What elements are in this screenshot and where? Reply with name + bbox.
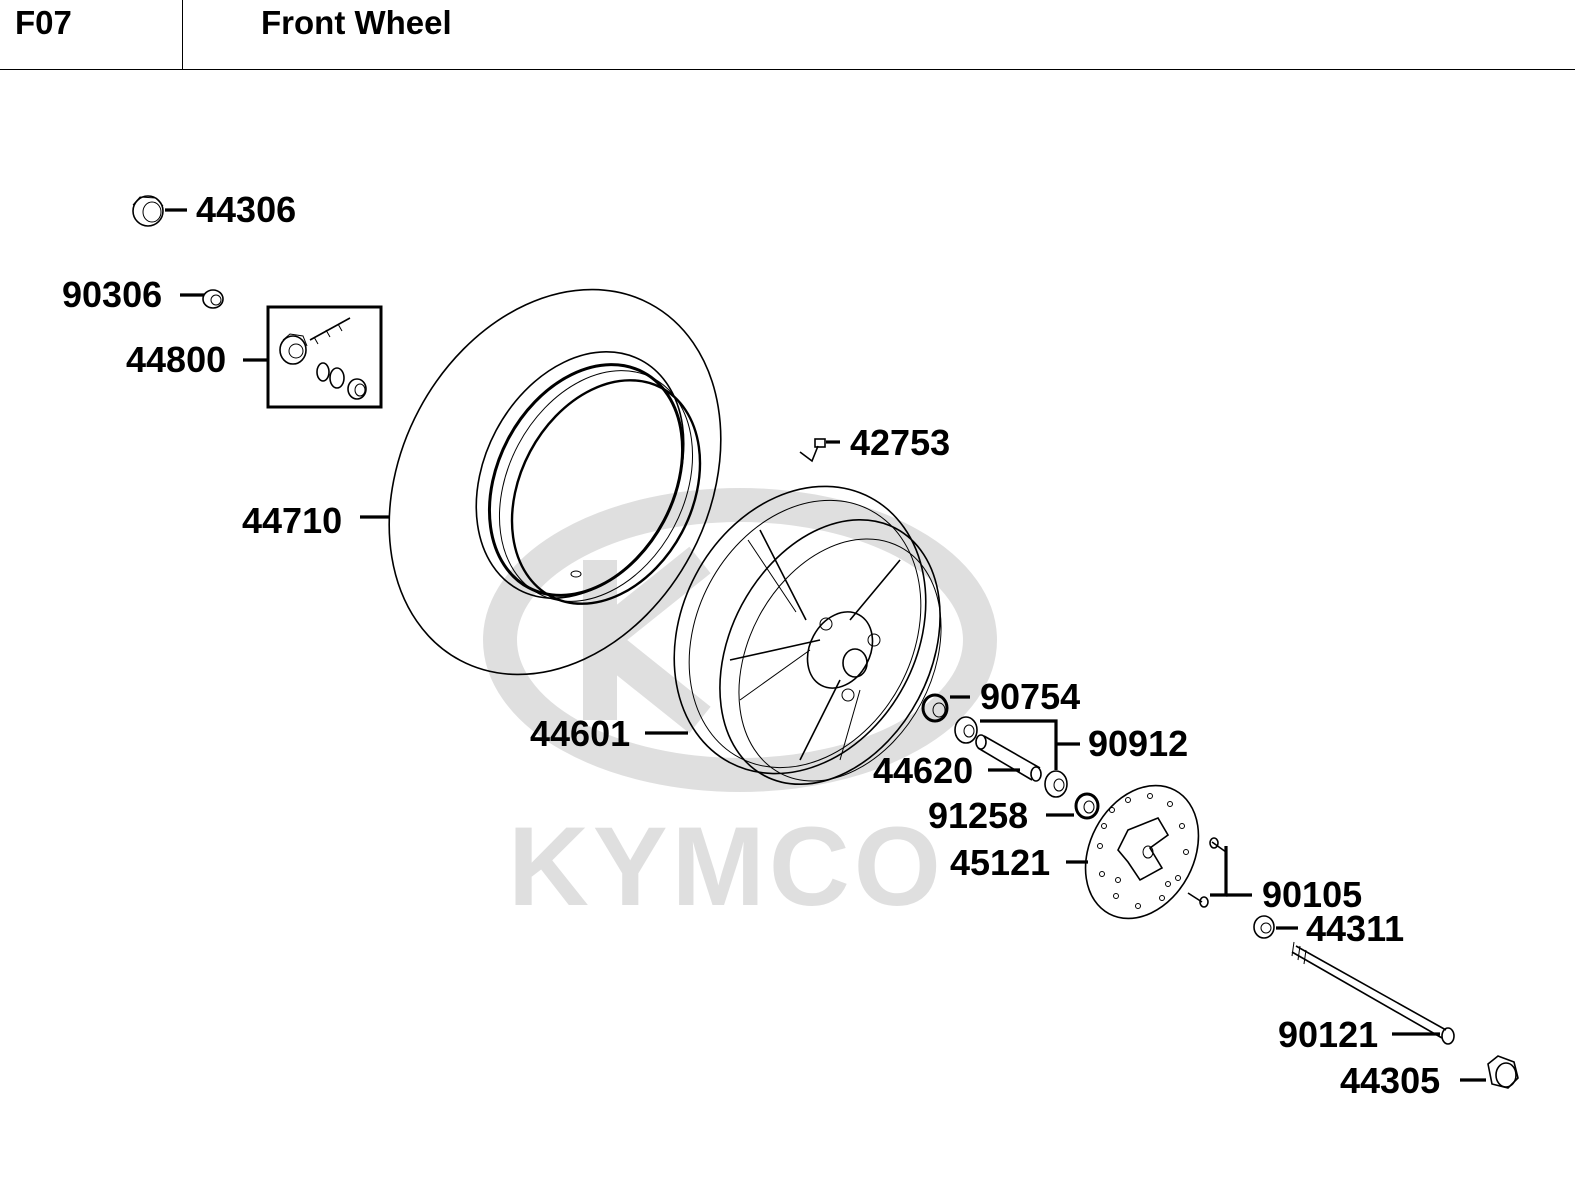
axle-nut-icon: [1487, 1055, 1519, 1089]
page-header: F07 Front Wheel: [0, 0, 1575, 70]
oil-seal-icon: [921, 693, 949, 723]
label-44311: 44311: [1306, 908, 1404, 949]
label-90754: 90754: [980, 676, 1080, 717]
watermark-text: KYMCO: [508, 804, 945, 929]
axle-shaft-icon: [1291, 941, 1455, 1045]
label-44306: 44306: [196, 189, 296, 230]
brake-disc-icon: [1084, 784, 1200, 920]
label-45121: 45121: [950, 842, 1050, 883]
kymco-watermark: KYMCO: [483, 488, 997, 929]
dust-seal-icon: [1074, 792, 1100, 820]
label-44620: 44620: [873, 750, 973, 791]
label-91258: 91258: [928, 795, 1028, 836]
section-code: F07: [15, 4, 72, 41]
axle-collar-right-icon: [1253, 915, 1275, 939]
tire-icon: [388, 288, 722, 676]
cast-wheel-icon: [673, 485, 942, 786]
axle-collar-left-icon: [132, 195, 164, 227]
disc-bolt-icon: [1187, 837, 1227, 908]
label-90912: 90912: [1088, 723, 1188, 764]
label-90105: 90105: [1262, 874, 1362, 915]
speedometer-gear-kit-icon: [266, 305, 383, 409]
section-title: Front Wheel: [261, 4, 452, 41]
label-90121: 90121: [1278, 1014, 1378, 1055]
valve-stem-icon: [799, 438, 826, 463]
distance-collar-icon: [975, 734, 1042, 782]
label-90306: 90306: [62, 274, 162, 315]
label-44305: 44305: [1340, 1060, 1440, 1101]
header-divider: [182, 0, 183, 69]
label-44601: 44601: [530, 713, 630, 754]
bearing-icon: [954, 716, 1068, 798]
label-44710: 44710: [242, 500, 342, 541]
label-42753: 42753: [850, 422, 950, 463]
nut-icon: [202, 289, 224, 309]
label-44800: 44800: [126, 339, 226, 380]
